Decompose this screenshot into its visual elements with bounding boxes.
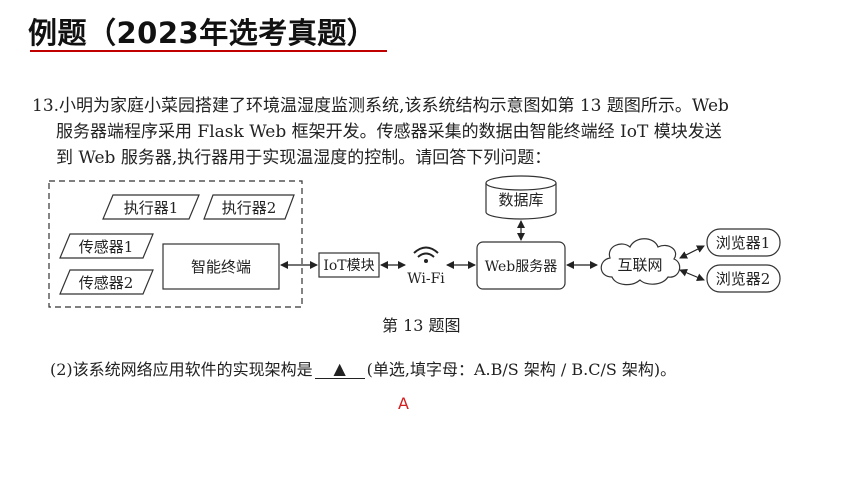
webserver-label: Web服务器	[485, 259, 558, 275]
link-internet-browser2	[679, 269, 705, 281]
sub-question-suffix: (单选,填字母：A.B/S 架构 / B.C/S 架构)。	[366, 360, 677, 379]
iot-module-node: IoT模块	[318, 252, 380, 278]
terminal-label: 智能终端	[191, 258, 251, 276]
wifi-icon	[413, 246, 439, 263]
database-label: 数据库	[498, 191, 543, 209]
actuator-1-node: 执行器1	[102, 194, 200, 220]
question-line-1: 13.小明为家庭小菜园搭建了环境温湿度监测系统,该系统结构示意图如第 13 题图…	[32, 96, 729, 116]
database-node: 数据库	[485, 175, 557, 220]
sub-question-2: (2)该系统网络应用软件的实现架构是▲(单选,填字母：A.B/S 架构 / B.…	[50, 356, 850, 380]
question-line-2: 服务器端程序采用 Flask Web 框架开发。传感器采集的数据由智能终端经 I…	[56, 122, 722, 142]
internet-cloud-node: 互联网	[600, 238, 681, 286]
figure-caption: 第 13 题图	[382, 316, 461, 335]
browser-2-node: 浏览器2	[706, 264, 781, 293]
device-group-frame	[48, 180, 303, 308]
actuator-2-label: 执行器2	[222, 199, 277, 217]
wifi-label: Wi-Fi	[407, 271, 445, 287]
browser-1-node: 浏览器1	[706, 228, 781, 257]
answer-text: A	[398, 394, 409, 413]
answer-blank: ▲	[314, 359, 365, 379]
iot-module-label: IoT模块	[323, 258, 374, 274]
actuator-2-node: 执行器2	[203, 194, 295, 220]
sensor-1-label: 传感器1	[79, 238, 134, 256]
question-stem: 13.小明为家庭小菜园搭建了环境温湿度监测系统,该系统结构示意图如第 13 题图…	[32, 93, 822, 171]
question-line-3: 到 Web 服务器,执行器用于实现温湿度的控制。请回答下列问题：	[56, 148, 552, 168]
sub-question-prefix: (2)该系统网络应用软件的实现架构是	[50, 360, 313, 379]
browser-1-label: 浏览器1	[716, 234, 771, 252]
sensor-1-node: 传感器1	[59, 233, 154, 259]
webserver-node: Web服务器	[476, 241, 566, 290]
title-underline	[30, 50, 387, 52]
sensor-2-node: 传感器2	[59, 269, 154, 295]
slide-title: 例题（2023年选考真题）	[28, 16, 377, 50]
sensor-2-label: 传感器2	[79, 274, 134, 292]
terminal-node: 智能终端	[162, 243, 280, 290]
actuator-1-label: 执行器1	[124, 199, 179, 217]
internet-label: 互联网	[617, 256, 662, 274]
browser-2-label: 浏览器2	[716, 270, 771, 288]
link-internet-browser1	[679, 245, 705, 259]
